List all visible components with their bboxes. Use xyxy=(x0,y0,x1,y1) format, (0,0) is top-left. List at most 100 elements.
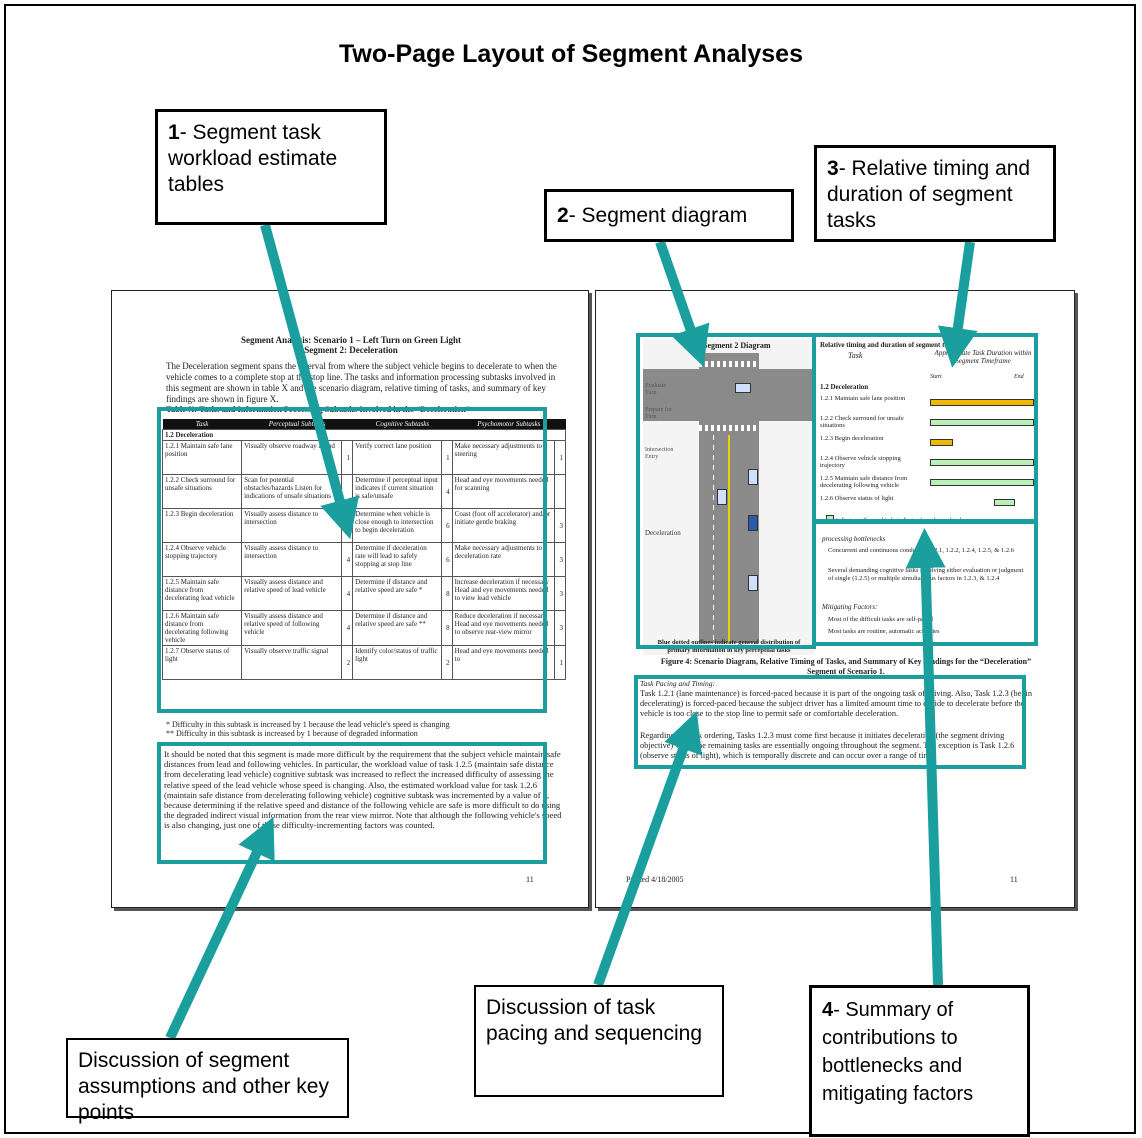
timing-bar xyxy=(930,439,953,446)
callout-3-text: - Relative timing and duration of segmen… xyxy=(827,157,1031,232)
table-cell-p: Visually assess distance to intersection xyxy=(241,542,343,577)
arrow-2 xyxy=(655,240,710,367)
timing-row-label: 1.2.4 Observe vehicle stopping trajector… xyxy=(820,455,901,469)
callout-segment-diagram: 2- Segment diagram xyxy=(544,189,794,242)
table-cell-c: Verify correct lane position xyxy=(352,440,442,475)
left-heading-1: Segment Analysis: Scenario 1 – Left Turn… xyxy=(240,335,462,345)
timing-section: 1.2 Deceleration xyxy=(820,383,869,391)
table-header-0: Task xyxy=(162,419,242,430)
table-cell-m: Coast (foot off accelerator) and/or init… xyxy=(451,508,556,543)
table-cell-c: Identify color/status of traffic light xyxy=(352,645,442,680)
table-row: 1.2.5 Maintain safe distance from decele… xyxy=(161,576,566,611)
table-cell-task: 1.2.7 Observe status of light xyxy=(161,645,243,680)
table-cell-task: 1.2.1 Maintain safe lane position xyxy=(161,440,243,475)
callout-3-number: 3 xyxy=(827,157,839,180)
table-cell-p: Visually assess distance and relative sp… xyxy=(241,576,343,611)
table-cell-m: Head and eye movements needed for scanni… xyxy=(451,474,556,509)
table-cell-p: Visually observe traffic signal xyxy=(241,645,343,680)
lead-vehicle xyxy=(748,469,758,485)
footnote-1: * Difficulty in this subtask is increase… xyxy=(166,720,450,729)
left-heading-2: Segment 2: Deceleration xyxy=(304,345,398,355)
timing-task-header: Task xyxy=(848,351,863,360)
table-cell-task: 1.2.2 Check surround for unsafe situatio… xyxy=(161,474,243,509)
table-cell-task: 1.2.5 Maintain safe distance from decele… xyxy=(161,576,243,611)
oncoming-vehicle xyxy=(717,489,727,505)
diagram-label-1: Evaluate Turn xyxy=(645,383,666,396)
highlight-pacing xyxy=(634,675,1026,769)
callout-4-number: 4 xyxy=(822,999,834,1021)
table-cell-c: Determine if perceptual input indicates … xyxy=(352,474,442,509)
printed-date: Printed 4/18/2005 xyxy=(626,875,684,884)
timing-bar xyxy=(930,479,1034,486)
mitigating-head: Mitigating Factors: xyxy=(822,603,878,611)
callout-5-text: Discussion of segment assumptions and ot… xyxy=(78,1049,329,1124)
callout-2-number: 2 xyxy=(557,204,569,227)
callout-1-text: - Segment task workload estimate tables xyxy=(168,121,338,196)
page-title: Two-Page Layout of Segment Analyses xyxy=(339,40,803,68)
table-cell-c: Determine when vehicle is close enough t… xyxy=(352,508,442,543)
diagram-title: Segment 2 Diagram xyxy=(703,341,771,350)
table-cell-mn: 1 xyxy=(554,645,566,680)
callout-segment-discussion: Discussion of segment assumptions and ot… xyxy=(66,1038,349,1124)
callout-2-text: - Segment diagram xyxy=(568,204,748,227)
timing-row-label: 1.2.2 Check surround for unsafe situatio… xyxy=(820,415,904,429)
arrow-5 xyxy=(165,816,275,1041)
timing-row-label: 1.2.1 Maintain safe lane position xyxy=(820,395,906,402)
table-header-3: Psychomotor Subtasks xyxy=(452,419,566,430)
timing-row-label: 1.2.5 Maintain safe distance from decele… xyxy=(820,475,908,489)
pacing-text: Task 1.2.1 (lane maintenance) is forced-… xyxy=(640,689,1032,718)
arrow-6 xyxy=(593,711,703,987)
callout-bottlenecks: 4- Summary of contributions to bottlenec… xyxy=(809,985,1030,1137)
timing-row-label: 1.2.6 Observe status of light xyxy=(820,495,894,502)
diagram-label-2: Prepare for Turn xyxy=(645,407,672,420)
segment-diagram: Segment 2 Diagram Evaluate Turn Prepare … xyxy=(643,339,815,655)
timing-row-label: 1.2.3 Begin deceleration xyxy=(820,435,884,442)
lane-line xyxy=(713,435,714,643)
cross-vehicle xyxy=(735,383,751,393)
table-header-1: Perceptual Subtasks xyxy=(241,419,353,430)
timing-bar xyxy=(930,419,1034,426)
bottleneck-head: processing bottlenecks xyxy=(822,535,886,543)
callout-1-number: 1 xyxy=(168,121,180,144)
table-cell-task: 1.2.6 Maintain safe distance from decele… xyxy=(161,610,243,646)
diagram-label-3: Intersection Entry xyxy=(645,447,674,460)
ordering-text: Regarding the task ordering, Tasks 1.2.3… xyxy=(640,731,1015,760)
timing-bar xyxy=(994,499,1016,506)
callout-workload-tables: 1- Segment task workload estimate tables xyxy=(155,109,387,225)
callout-pacing-discussion: Discussion of task pacing and sequencing xyxy=(474,985,724,1097)
timing-end-label: End xyxy=(1014,374,1024,380)
subject-vehicle xyxy=(748,515,758,531)
table-cell-m: Make necessary adjustments to steering xyxy=(451,440,556,475)
table-cell-task: 1.2.3 Begin deceleration xyxy=(161,508,243,543)
callout-4-text: - Summary of contributions to bottleneck… xyxy=(822,999,974,1105)
table-cell-c: Determine if deceleration rate will lead… xyxy=(352,542,442,577)
timing-title: Relative timing and duration of segment … xyxy=(820,341,958,349)
diagram-caption: Blue dotted outlines indicate general di… xyxy=(657,639,801,654)
pacing-head: Task Pacing and Timing: xyxy=(640,679,715,688)
table-row: 1.2.6 Maintain safe distance from decele… xyxy=(161,610,566,646)
table-row: 1.2.4 Observe vehicle stopping trajector… xyxy=(161,542,566,577)
table-cell-m: Reduce deceleration if necessary Head an… xyxy=(451,610,556,646)
arrow-3 xyxy=(937,241,978,368)
arrow-4 xyxy=(905,528,946,986)
mitigating-2: Most tasks are routine, automatic activi… xyxy=(828,628,940,635)
diagram-label-4: Deceleration xyxy=(645,529,681,537)
table-cell-c: Determine if distance and relative speed… xyxy=(352,576,442,611)
highlight-workload-table xyxy=(157,407,547,713)
timing-bar xyxy=(930,399,1034,406)
left-page: Segment Analysis: Scenario 1 – Left Turn… xyxy=(111,290,589,908)
left-intro: The Deceleration segment spans the inter… xyxy=(166,361,557,404)
timing-bar xyxy=(930,459,1034,466)
outer-frame xyxy=(4,4,1136,1134)
table-cell-m: Increase deceleration if necessary Head … xyxy=(451,576,556,611)
callout-6-text: Discussion of task pacing and sequencing xyxy=(486,996,703,1045)
right-page-number: 11 xyxy=(1010,875,1018,884)
footnote-2: ** Difficulty in this subtask is increas… xyxy=(166,729,418,738)
table-cell-p: Visually assess distance and relative sp… xyxy=(241,610,343,646)
following-vehicle xyxy=(748,575,758,591)
crosswalk-bottom xyxy=(699,425,759,431)
left-page-number: 11 xyxy=(526,875,534,884)
left-discussion: It should be noted that this segment is … xyxy=(164,749,562,831)
